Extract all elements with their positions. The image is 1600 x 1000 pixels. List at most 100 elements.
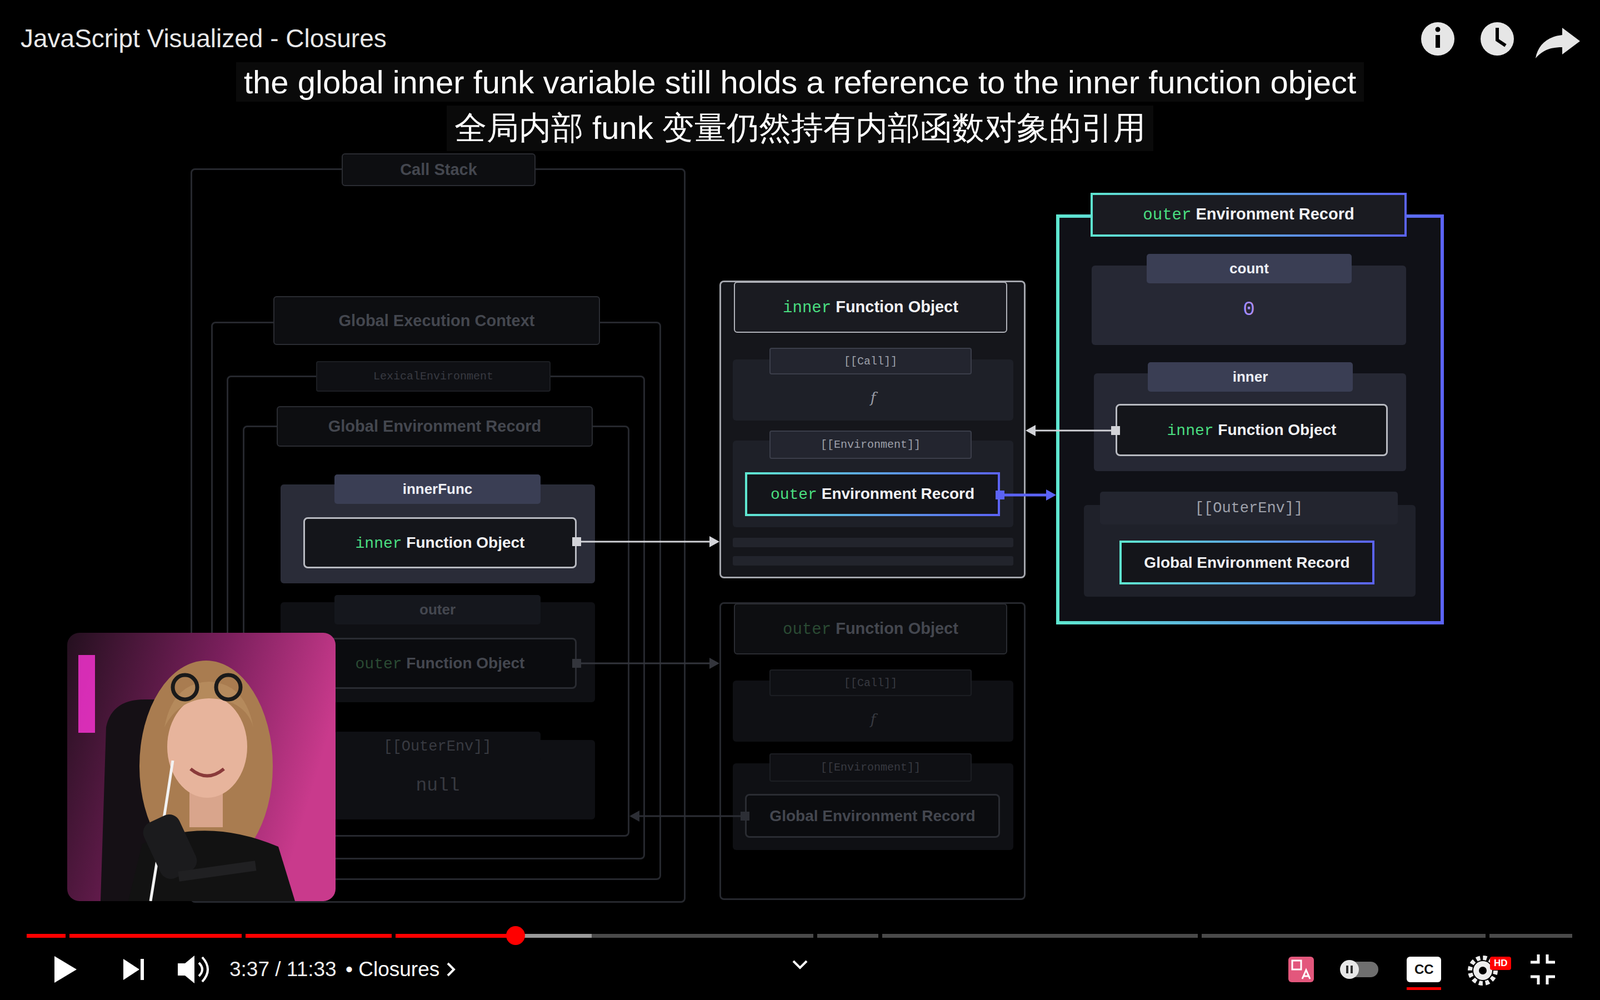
time-display-box: 3:37 / 11:33 bbox=[229, 957, 337, 982]
subtitle-line-box: the global inner funk variable still hol… bbox=[236, 62, 1364, 102]
type-name: Function Object bbox=[402, 533, 525, 552]
header-tag: outer Function Object bbox=[733, 603, 1008, 655]
glasses bbox=[172, 675, 198, 700]
cc-icon bbox=[1406, 956, 1442, 983]
object-label: inner Function Object bbox=[355, 533, 525, 553]
chapter-gap bbox=[878, 932, 883, 939]
arrowhead bbox=[709, 536, 720, 548]
glasses bbox=[216, 675, 241, 700]
header-tag: outer bbox=[334, 595, 541, 625]
field-slot: [[OuterEnv]]Global Environment Record bbox=[1083, 505, 1416, 597]
progress-track bbox=[26, 933, 1573, 938]
connector-port bbox=[572, 658, 582, 668]
object-label: inner Function Object bbox=[1167, 421, 1337, 440]
info-icon bbox=[1435, 27, 1441, 33]
container-box: outer Environment Recordcount0innerinner… bbox=[1056, 214, 1444, 625]
connector-port bbox=[572, 537, 582, 547]
tag-label: [[Environment]] bbox=[820, 438, 921, 452]
chapter-title: • Closures bbox=[345, 957, 440, 981]
hd-text-box: HD bbox=[1493, 957, 1508, 969]
keyword: outer bbox=[355, 655, 403, 673]
autoplay-toggle bbox=[1340, 960, 1359, 979]
cc-text-box: CC bbox=[1414, 961, 1434, 978]
keyword: outer bbox=[770, 486, 818, 504]
connector-line bbox=[639, 815, 745, 818]
next-icon bbox=[140, 958, 144, 980]
tag-label: Global Execution Context bbox=[338, 311, 535, 330]
object-box: Global Environment Record bbox=[745, 793, 1000, 838]
type-name: Function Object bbox=[831, 297, 959, 316]
volume-icon bbox=[177, 955, 195, 984]
header-tag: [[Call]] bbox=[769, 669, 972, 697]
chapter-gap bbox=[1485, 932, 1490, 939]
chapter-gap bbox=[65, 932, 70, 939]
tag-label: Call Stack bbox=[400, 160, 478, 179]
volume-icon bbox=[202, 957, 208, 982]
chapter-chevron bbox=[793, 961, 807, 968]
header-tag: Global Execution Context bbox=[273, 296, 600, 345]
header-tag: [[Environment]] bbox=[769, 753, 972, 782]
tag-label: inner bbox=[1232, 368, 1269, 386]
translate-icon bbox=[1292, 960, 1302, 970]
info-icon bbox=[1421, 22, 1455, 56]
hd-badge bbox=[1490, 956, 1512, 970]
cc-text: CC bbox=[1414, 961, 1434, 977]
tag-label: [[Call]] bbox=[843, 355, 898, 368]
container-box: inner Function Object [[Call]] f [[Environm… bbox=[719, 280, 1026, 579]
keyword: inner bbox=[782, 298, 832, 318]
translate-icon bbox=[1302, 970, 1310, 979]
keyword: outer bbox=[782, 620, 832, 639]
tag-label: outer Function Object bbox=[782, 619, 959, 639]
value-text: 0 bbox=[1242, 298, 1255, 322]
tag-label: [[OuterEnv]] bbox=[1195, 500, 1303, 517]
play-icon bbox=[54, 956, 77, 983]
value-text: null bbox=[415, 775, 460, 797]
connector bbox=[572, 536, 720, 548]
header-tag: count bbox=[1146, 253, 1352, 284]
neon-light bbox=[78, 655, 95, 733]
subtitle-line-box: 全局内部 funk 变量仍然持有内部函数对象的引用 bbox=[446, 105, 1154, 152]
object-label: Global Environment Record bbox=[769, 807, 975, 825]
field-value: 0 bbox=[1091, 298, 1407, 322]
field-slot: innerinner Function Object bbox=[1093, 373, 1407, 472]
chapter-gap bbox=[813, 932, 818, 939]
header-tag: LexicalEnvironment bbox=[316, 361, 551, 392]
field-slot: [[Call]]f bbox=[732, 680, 1014, 742]
subtitle-line: 全局内部 funk 变量仍然持有内部函数对象的引用 bbox=[454, 109, 1146, 146]
video-title: JavaScript Visualized - Closures bbox=[20, 23, 387, 53]
tag-label: Global Environment Record bbox=[328, 417, 542, 436]
container-box: outer Function Object [[Call]]f [[Environm… bbox=[719, 602, 1026, 900]
tag-label: count bbox=[1229, 260, 1269, 278]
header-tag: innerFunc bbox=[334, 474, 541, 504]
connector-port bbox=[740, 811, 750, 821]
header-tag: outer Environment Record bbox=[1090, 192, 1407, 237]
translate-icon bbox=[1288, 956, 1314, 983]
settings-icon bbox=[1478, 966, 1487, 975]
next-icon bbox=[123, 958, 140, 980]
chapter-title-box: • Closures bbox=[345, 957, 440, 982]
tag-label: [[Environment]] bbox=[820, 761, 921, 774]
value-text: f bbox=[870, 389, 877, 407]
header-tag: inner Function Object bbox=[733, 281, 1008, 333]
info-icon bbox=[1435, 35, 1440, 48]
tag-label: [[Call]] bbox=[843, 676, 898, 690]
smile bbox=[190, 768, 224, 777]
empty-row bbox=[732, 556, 1014, 566]
volume-icon bbox=[198, 962, 203, 977]
connector-line bbox=[576, 662, 710, 665]
object-box: outer Function Object bbox=[303, 637, 577, 689]
arrowhead bbox=[1046, 489, 1057, 501]
progress-played bbox=[26, 933, 516, 938]
tag-label: outer bbox=[419, 601, 456, 619]
header-tag: [[Environment]] bbox=[769, 430, 972, 459]
header-tag: [[OuterEnv]] bbox=[1100, 491, 1398, 525]
arrowhead bbox=[629, 810, 640, 822]
arrowhead bbox=[1025, 425, 1036, 437]
empty-row bbox=[732, 537, 1014, 548]
object-box: inner Function Object bbox=[303, 517, 577, 569]
connector-port bbox=[995, 490, 1005, 500]
header-tag: inner bbox=[1147, 362, 1353, 392]
video-title-box: JavaScript Visualized - Closures bbox=[20, 23, 387, 54]
webcam-background bbox=[67, 632, 336, 902]
